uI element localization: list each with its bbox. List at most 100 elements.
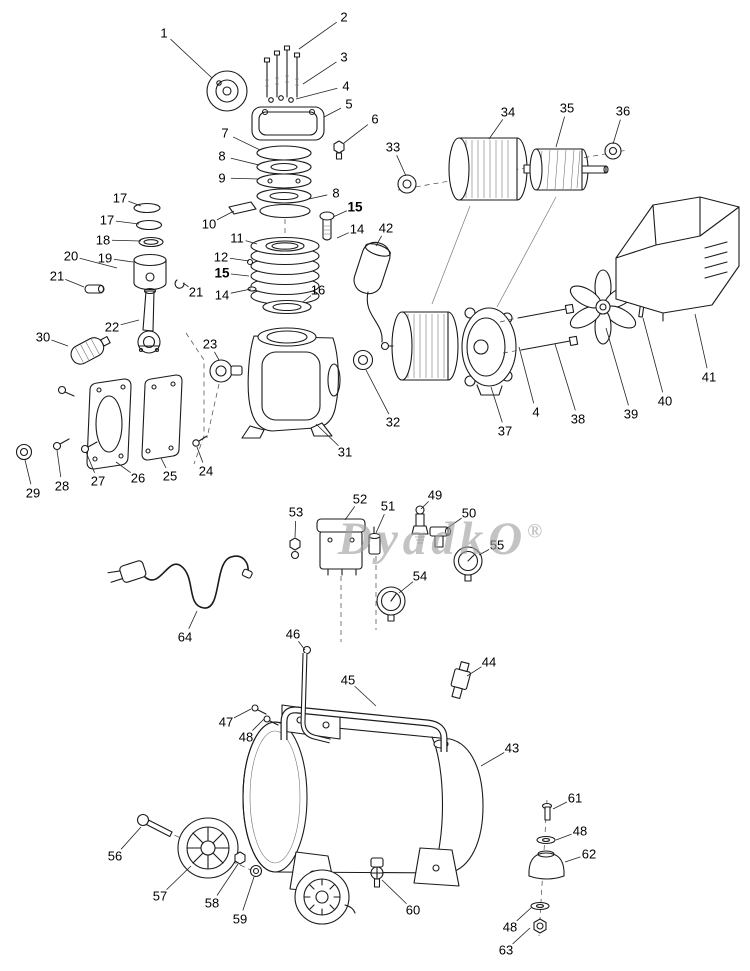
leader-line-22	[120, 319, 140, 326]
leader-line-26	[115, 461, 131, 474]
part-25-gasket	[141, 374, 183, 461]
leader-line-64	[188, 610, 198, 629]
leader-line-31	[315, 423, 339, 447]
part-31-crankcase	[241, 327, 341, 439]
part-27-screw	[80, 441, 98, 454]
part-number-29: 29	[26, 486, 40, 501]
part-29-washer	[15, 443, 33, 461]
part-number-46: 46	[286, 627, 300, 642]
part-number-37: 37	[498, 424, 512, 439]
part-number-14: 14	[350, 222, 364, 237]
leader-line-12	[229, 257, 250, 262]
leader-line-5	[323, 107, 342, 118]
part-61-bolt	[541, 802, 553, 821]
part-6-fitting	[333, 140, 345, 160]
leader-line-15	[332, 210, 347, 218]
part-50-fitting	[429, 526, 452, 548]
part-54-gauge	[376, 586, 406, 622]
part-number-15: 15	[347, 200, 363, 215]
part-number-25: 25	[163, 469, 177, 484]
leader-line-6	[343, 124, 369, 144]
leader-line-25	[160, 457, 167, 469]
part-11-cylinder	[246, 236, 320, 306]
leader-line-33	[396, 155, 407, 177]
part-35-rotor	[523, 148, 609, 191]
part-number-53: 53	[289, 505, 303, 520]
leader-line-35	[555, 116, 565, 148]
leader-line-27	[85, 451, 95, 473]
part-45-handle	[280, 706, 448, 752]
leader-line-8	[230, 157, 260, 166]
leader-line-2	[298, 21, 337, 50]
leader-line-37	[490, 386, 503, 423]
part-number-48: 48	[503, 920, 517, 935]
part-number-17: 17	[100, 213, 114, 228]
part-17-18-piston-rings	[133, 202, 164, 248]
part-53-fitting	[289, 537, 301, 560]
part-number-1: 1	[160, 26, 167, 41]
part-28-screw-upper	[57, 385, 75, 397]
part-number-49: 49	[428, 488, 442, 503]
part-23-breather	[209, 359, 243, 383]
leader-line-3	[302, 61, 337, 85]
part-number-56: 56	[108, 849, 122, 864]
part-59-cap	[249, 864, 263, 878]
part-number-19: 19	[98, 251, 112, 266]
part-30-air-filter	[70, 336, 111, 365]
part-2-3-head-bolts	[263, 45, 301, 98]
leader-line-4	[295, 87, 338, 100]
leader-line-29	[24, 459, 32, 485]
part-47-screw	[251, 704, 267, 715]
part-number-3: 3	[340, 50, 347, 65]
part-number-32: 32	[386, 415, 400, 430]
part-number-2: 2	[340, 10, 347, 25]
part-39-fan	[569, 269, 637, 345]
leader-line-39	[605, 327, 629, 406]
part-38-through-bolts	[499, 303, 579, 354]
leader-line-7	[232, 136, 261, 151]
part-15-bolt	[319, 211, 335, 241]
part-56-axle-bolt	[136, 813, 173, 838]
leader-line-4	[518, 346, 535, 404]
leader-line-14	[336, 232, 349, 239]
part-63-nut	[533, 918, 547, 934]
part-number-22: 22	[105, 320, 119, 335]
leader-line-58	[216, 863, 239, 896]
leader-line-17	[128, 200, 142, 207]
part-number-44: 44	[482, 655, 496, 670]
part-number-15: 15	[214, 266, 230, 281]
part-number-34: 34	[501, 105, 515, 120]
part-number-8: 8	[332, 186, 339, 201]
part-48-washer-lower	[530, 901, 550, 911]
leader-line-14	[230, 288, 252, 294]
part-51-relief-valve	[368, 526, 381, 555]
part-number-52: 52	[353, 492, 367, 507]
part-62-rubber-foot	[528, 850, 565, 880]
part-number-50: 50	[462, 506, 476, 521]
leader-line-21	[182, 282, 189, 288]
part-7-8-9-valve-plates	[256, 145, 312, 219]
part-number-48: 48	[573, 824, 587, 839]
leader-line-32	[365, 369, 390, 415]
part-19-20-piston	[133, 253, 167, 291]
part-58-nut	[234, 851, 246, 865]
part-37-end-bell	[461, 307, 517, 396]
part-number-28: 28	[55, 479, 69, 494]
leader-line-17	[115, 220, 140, 225]
part-number-54: 54	[413, 569, 427, 584]
part-motor-assembled	[380, 311, 459, 381]
leader-line-60	[381, 879, 407, 905]
part-number-23: 23	[203, 337, 217, 352]
leader-line-9	[230, 177, 260, 180]
leader-line-1	[170, 38, 213, 79]
leader-line-48	[516, 906, 533, 922]
part-64-power-cord	[107, 555, 253, 609]
leader-line-53	[294, 520, 297, 538]
part-number-9: 9	[218, 171, 225, 186]
part-number-20: 20	[64, 249, 78, 264]
leader-line-20	[79, 257, 118, 269]
leader-line-47	[233, 708, 252, 719]
part-41-shroud	[615, 196, 740, 322]
leader-line-49	[420, 501, 429, 510]
